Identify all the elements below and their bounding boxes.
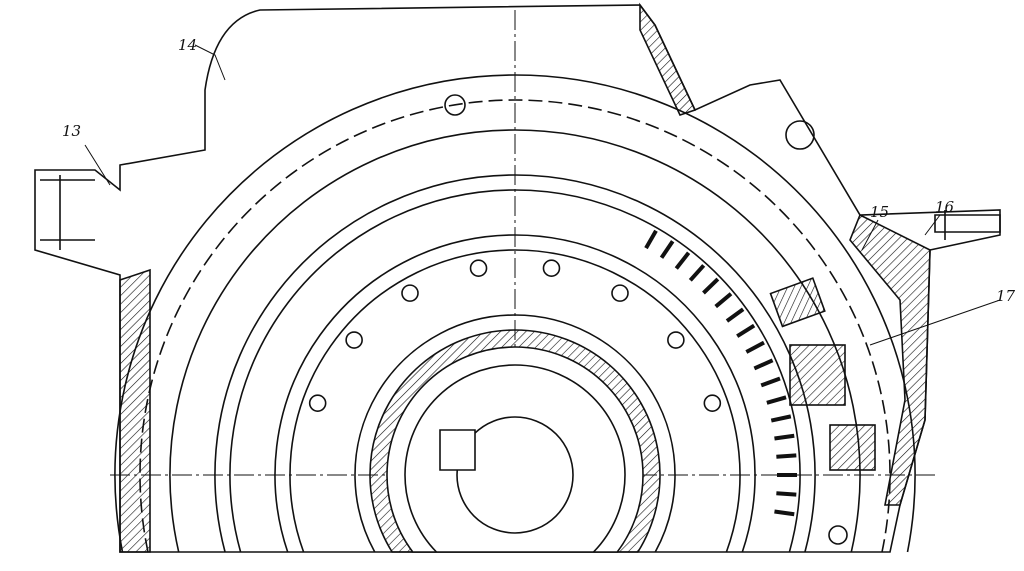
bolt-icon xyxy=(469,259,488,277)
bolt-icon xyxy=(345,331,363,349)
rotor-ring xyxy=(114,74,916,553)
commutator-tooth xyxy=(770,414,792,423)
rotor-ring xyxy=(289,249,741,553)
fitting xyxy=(444,94,466,116)
brush-holder xyxy=(829,424,876,471)
commutator-tooth xyxy=(766,395,787,405)
key-slot xyxy=(439,429,476,471)
commutator-tooth xyxy=(753,358,774,371)
commutator-tooth xyxy=(688,264,706,282)
rotor-ring xyxy=(229,189,801,553)
commutator-tooth xyxy=(644,229,658,250)
commutator-tooth xyxy=(702,277,720,295)
commutator-tooth xyxy=(776,453,797,459)
commutator-tooth xyxy=(774,509,795,517)
label-17: 17 xyxy=(996,287,1016,305)
leader-lines xyxy=(84,44,1001,346)
label-13: 13 xyxy=(62,122,82,140)
label-14: 14 xyxy=(178,36,198,54)
commutator-tooth xyxy=(674,251,691,270)
flange-left xyxy=(40,175,95,250)
label-15: 15 xyxy=(870,203,890,221)
label-16: 16 xyxy=(935,198,955,216)
rotor-ring xyxy=(386,346,644,553)
commutator-tooth xyxy=(776,491,797,497)
bolt-icon xyxy=(542,259,561,277)
commutator-tooth xyxy=(736,323,756,338)
commutator-tooth xyxy=(659,240,675,259)
rotor-ring xyxy=(139,99,891,553)
commutator-tooth xyxy=(725,307,745,323)
bolt-icon xyxy=(611,284,629,302)
brush-holder xyxy=(789,344,846,406)
rotor-ring xyxy=(404,364,626,553)
rotor-ring xyxy=(274,234,756,553)
housing-hatched-wall xyxy=(119,2,931,553)
commutator-tooth xyxy=(760,376,781,388)
bolt-icon xyxy=(667,331,685,349)
shaft-circle xyxy=(456,416,574,534)
flange-right xyxy=(934,210,1001,240)
brush-holder xyxy=(769,277,826,328)
fitting xyxy=(828,525,848,545)
commutator-tooth xyxy=(774,433,795,441)
commutator-tooth xyxy=(745,340,765,354)
commutator xyxy=(644,229,797,517)
bolt-icon xyxy=(401,284,419,302)
bolt-icon xyxy=(308,394,327,412)
rotor-ring xyxy=(354,314,676,553)
commutator-tooth xyxy=(714,292,733,309)
fitting xyxy=(785,120,815,150)
bolt-icon xyxy=(703,394,722,412)
bolt-ring xyxy=(308,259,722,412)
